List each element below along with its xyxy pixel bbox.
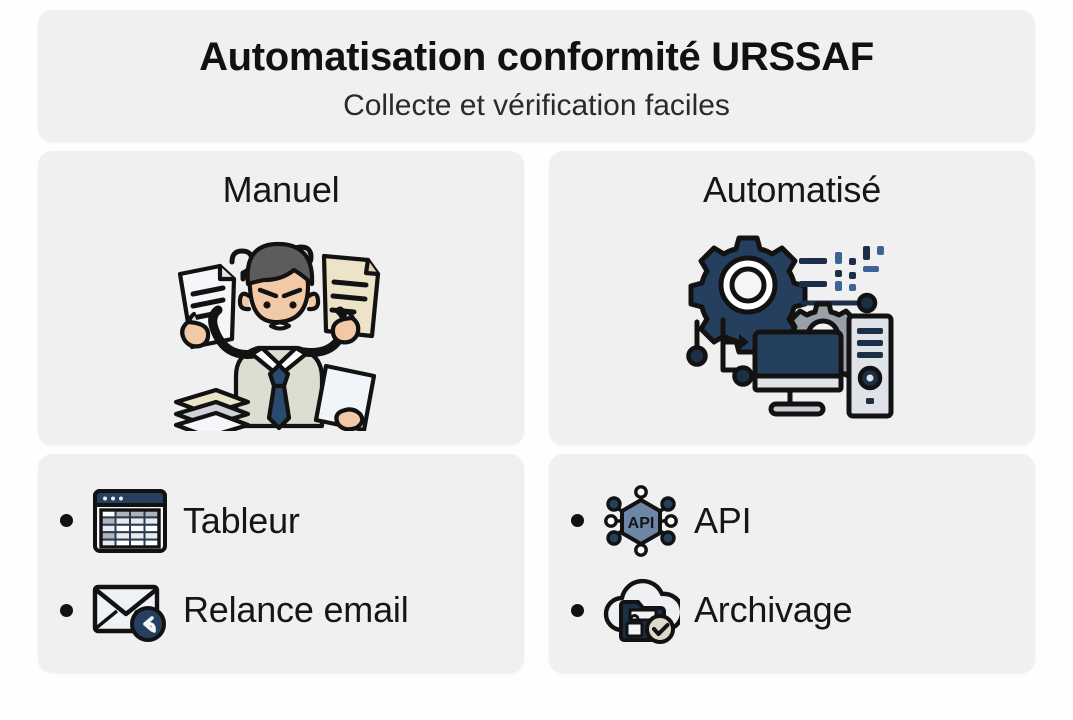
automated-illustration-panel: Automatisé [549, 151, 1035, 445]
list-item-label: Archivage [694, 589, 853, 631]
api-badge-text: API [628, 515, 655, 532]
page-title: Automatisation conformité URSSAF [199, 35, 874, 79]
api-network-icon: API [602, 484, 680, 558]
list-item-label: API [694, 499, 752, 541]
list-item-label: Tableur [183, 499, 300, 541]
overwhelmed-worker-documents-illustration [38, 211, 524, 445]
bullet-marker [60, 603, 73, 617]
comparison-columns: Manuel [38, 151, 1035, 673]
list-item[interactable]: Relance email [60, 567, 504, 653]
bullet-marker [571, 603, 584, 617]
list-item-label: Relance email [183, 589, 409, 631]
column-automated: Automatisé [549, 151, 1035, 673]
email-reminder-icon [91, 573, 169, 647]
manual-illustration-panel: Manuel [38, 151, 524, 445]
manual-list-panel: Tableur Relance email [38, 454, 524, 673]
bullet-marker [60, 514, 73, 528]
page-subtitle: Collecte et vérification faciles [343, 89, 730, 122]
column-manual: Manuel [38, 151, 524, 673]
column-title-manual: Manuel [222, 169, 340, 210]
list-item[interactable]: Archivage [571, 567, 1015, 653]
column-title-automated: Automatisé [702, 169, 882, 210]
cloud-archive-icon [602, 573, 680, 647]
automated-list-panel: API API [549, 454, 1035, 673]
list-item[interactable]: API API [571, 478, 1015, 564]
bullet-marker [571, 514, 584, 528]
gears-computer-automation-illustration [549, 211, 1035, 445]
list-item[interactable]: Tableur [60, 478, 504, 564]
spreadsheet-icon [91, 484, 169, 558]
header-panel: Automatisation conformité URSSAF Collect… [38, 10, 1035, 142]
